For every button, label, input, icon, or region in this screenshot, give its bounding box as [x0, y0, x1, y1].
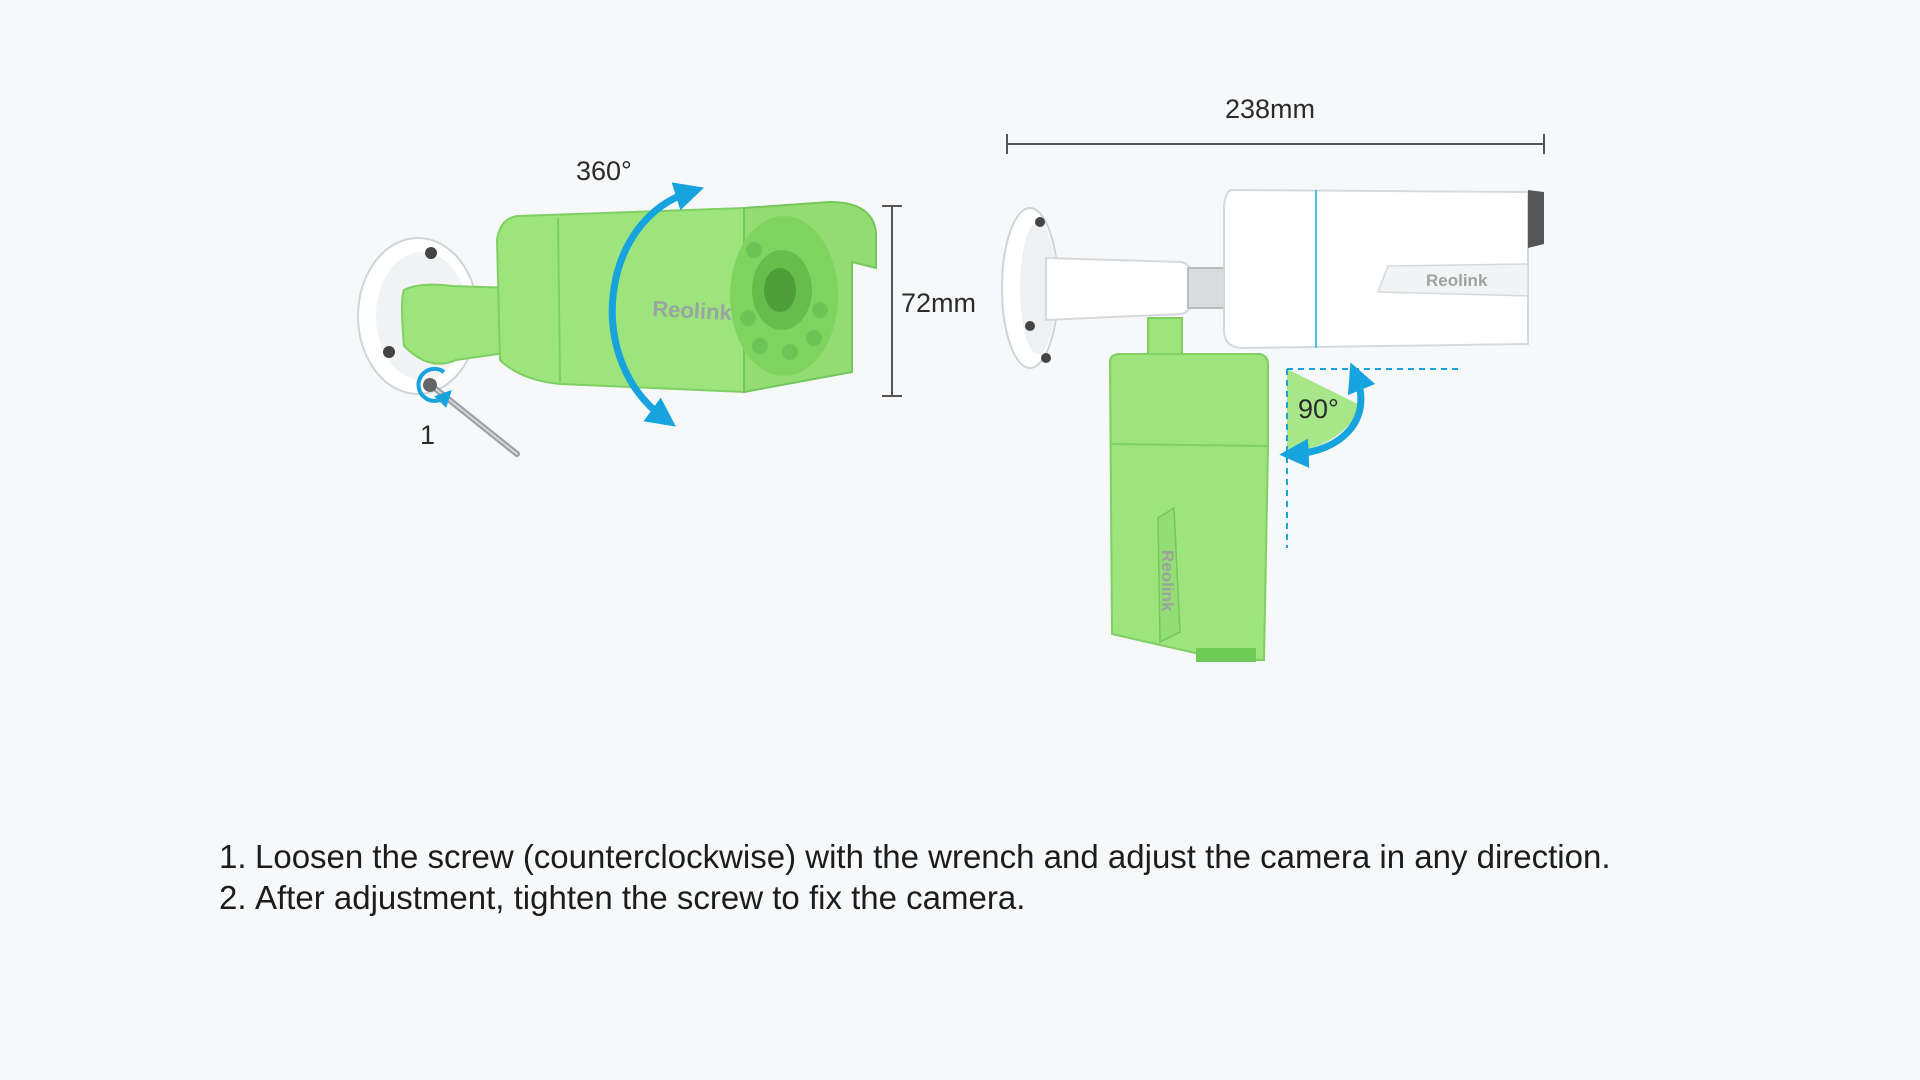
step-number: 2. — [219, 879, 247, 916]
right-mount-arm — [1045, 256, 1196, 322]
circular-arrow-icon — [608, 182, 705, 427]
left-brand-logo: Reolink — [652, 296, 733, 325]
counterclockwise-arrow-icon — [416, 366, 452, 408]
right-mount-base — [1001, 207, 1059, 369]
rotation-360-label: 360° — [576, 156, 632, 186]
instruction-list: 1.Loosen the screw (counterclockwise) wi… — [219, 836, 1611, 918]
instruction-step-2: 2.After adjustment, tighten the screw to… — [219, 877, 1611, 918]
lens-icon — [730, 216, 838, 376]
length-dimension — [1006, 134, 1545, 154]
screw-marker-label: 1 — [420, 420, 435, 450]
tilt-indicator: 90° — [1279, 362, 1462, 548]
curved-arrow-icon — [1279, 362, 1376, 469]
step-number: 1. — [219, 838, 247, 875]
junction-box — [1108, 353, 1269, 661]
junction-connector — [1147, 317, 1183, 355]
right-brand-logo: Reolink — [1426, 271, 1488, 290]
step-text: After adjustment, tighten the screw to f… — [255, 879, 1026, 916]
instruction-step-1: 1.Loosen the screw (counterclockwise) wi… — [219, 836, 1611, 877]
left-mount-arm — [401, 283, 513, 365]
height-dimension — [882, 205, 902, 397]
length-label: 238mm — [1225, 94, 1315, 124]
screw — [423, 378, 437, 392]
tilt-90-label: 90° — [1298, 394, 1339, 424]
step-text: Loosen the screw (counterclockwise) with… — [255, 838, 1611, 875]
box-brand-logo: Reolink — [1158, 550, 1177, 612]
left-camera: Reolink — [357, 200, 877, 395]
right-camera: Reolink Reolink — [1001, 188, 1544, 662]
right-camera-body — [1223, 188, 1529, 350]
height-label: 72mm — [901, 288, 976, 318]
